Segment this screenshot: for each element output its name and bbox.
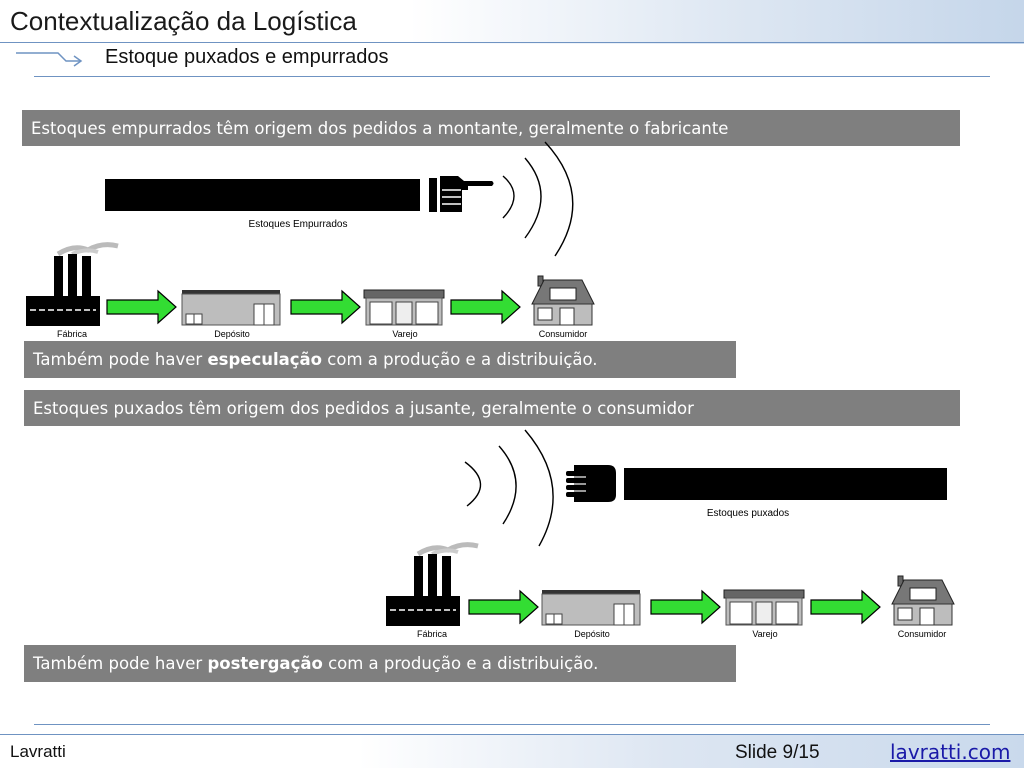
pull-stock-bar — [624, 468, 947, 500]
chain-label-warehouse: Depósito — [574, 629, 610, 639]
footer-author: Lavratti — [10, 742, 66, 761]
note-prefix: Também pode haver — [33, 654, 208, 673]
flow-arrow-icon — [106, 289, 177, 325]
flow-arrow-icon — [468, 589, 539, 625]
house-icon — [531, 275, 595, 326]
push-stock-bar-caption: Estoques Empurrados — [248, 219, 348, 230]
footer-divider — [34, 724, 990, 725]
push-stock-banner: Estoques empurrados têm origem dos pedid… — [22, 110, 960, 146]
header-divider — [0, 42, 1024, 43]
page-title: Contextualização da Logística — [10, 6, 357, 36]
flow-arrow-icon — [450, 289, 521, 325]
flow-arrow-icon — [650, 589, 721, 625]
page-subtitle: Estoque puxados e empurrados — [105, 46, 389, 68]
pointing-hand-icon — [429, 176, 494, 212]
push-stock-banner-text: Estoques empurrados têm origem dos pedid… — [31, 118, 729, 138]
chain-label-warehouse: Depósito — [214, 329, 250, 339]
chain-label-factory: Fábrica — [56, 329, 88, 339]
footer-website-link[interactable]: lavratti.com — [890, 740, 1011, 764]
factory-icon — [386, 542, 479, 626]
subtitle-arrow-icon — [16, 52, 83, 67]
pull-stock-bar-caption: Estoques puxados — [706, 508, 790, 519]
footer-top-line — [0, 734, 1024, 735]
chain-label-retail: Varejo — [752, 629, 778, 639]
note-keyword: postergação — [207, 654, 323, 673]
push-stock-bar — [105, 179, 420, 211]
warehouse-icon — [181, 290, 281, 326]
speculation-note: Também pode haver especulação com a prod… — [24, 341, 736, 378]
footer-background — [0, 734, 1024, 768]
note-keyword: especulação — [207, 350, 323, 369]
chain-label-consumer: Consumidor — [538, 329, 588, 339]
chain-label-factory: Fábrica — [416, 629, 448, 639]
flow-arrow-icon — [290, 289, 361, 325]
house-icon — [891, 575, 955, 626]
shop-icon — [723, 589, 805, 626]
chain-label-consumer: Consumidor — [897, 629, 947, 639]
postponement-note: Também pode haver postergação com a prod… — [24, 645, 736, 682]
note-prefix: Também pode haver — [33, 350, 208, 369]
shop-icon — [363, 289, 445, 326]
note-suffix: com a produção e a distribuição. — [322, 654, 599, 673]
pull-stock-banner: Estoques puxados têm origem dos pedidos … — [24, 390, 960, 426]
signal-waves-icon — [464, 429, 554, 547]
slide-number: Slide 9/15 — [735, 742, 820, 763]
note-suffix: com a produção e a distribuição. — [322, 350, 598, 369]
signal-waves-icon — [502, 141, 574, 257]
chain-label-retail: Varejo — [392, 329, 418, 339]
factory-icon — [26, 242, 119, 326]
fist-hand-icon — [566, 465, 616, 502]
subtitle-divider — [34, 76, 990, 77]
flow-arrow-icon — [810, 589, 881, 625]
header-background — [0, 0, 1024, 44]
pull-stock-banner-text: Estoques puxados têm origem dos pedidos … — [33, 398, 694, 418]
warehouse-icon — [541, 590, 641, 626]
